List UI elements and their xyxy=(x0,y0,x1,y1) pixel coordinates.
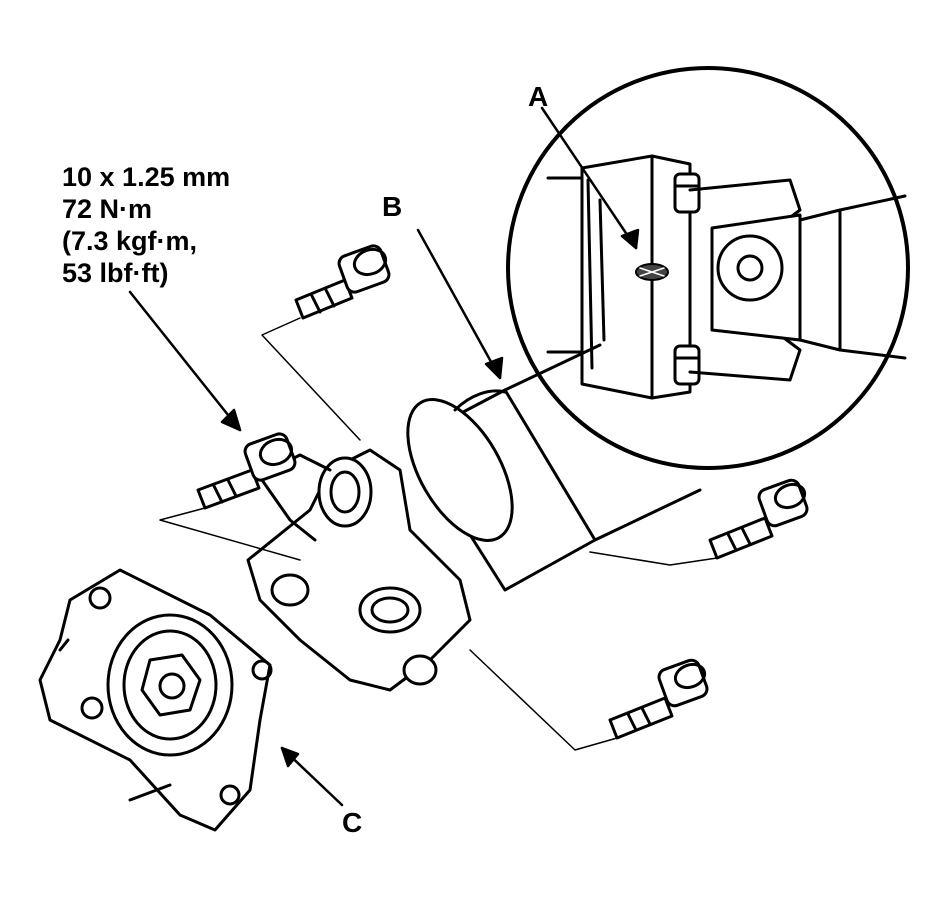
callout-arrows xyxy=(128,106,640,807)
spec-torque-nm: 72 N·m xyxy=(62,194,153,224)
callout-b: B xyxy=(382,191,403,222)
callout-a: A xyxy=(528,81,549,112)
spec-size: 10 x 1.25 mm xyxy=(62,162,231,192)
companion-flange xyxy=(38,568,273,832)
propeller-shaft xyxy=(406,343,702,592)
spec-torque-kgfm: (7.3 kgf·m, xyxy=(62,226,198,256)
callout-c: C xyxy=(342,807,363,838)
shaft-yoke-flange xyxy=(246,448,472,692)
flange-bolt-2 xyxy=(196,432,297,510)
flange-bolt-4 xyxy=(608,658,709,740)
spec-torque-lbfft: 53 lbf·ft) xyxy=(62,258,169,288)
detail-inset xyxy=(506,66,910,470)
flange-bolt-3 xyxy=(708,478,809,560)
flange-bolt-1 xyxy=(294,244,391,320)
assembly-guide-lines xyxy=(159,317,718,751)
